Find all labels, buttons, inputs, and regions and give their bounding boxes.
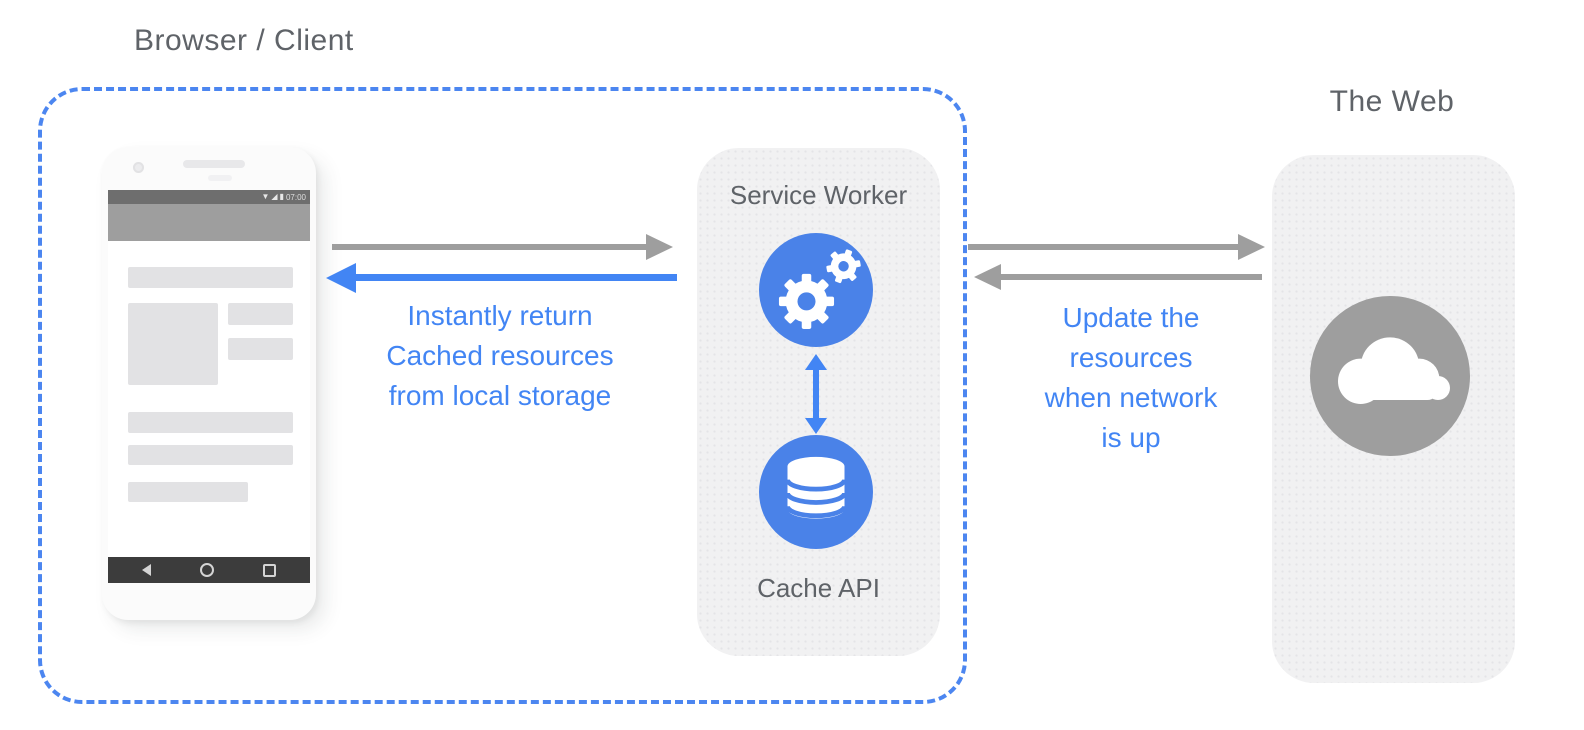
arrow-sw-cache-shaft [813,366,819,422]
arrow-client-to-sw-head [646,234,673,260]
cache-api-label: Cache API [757,573,880,603]
note-line: Cached resources [386,340,614,371]
service-worker-badge [759,233,873,347]
phone-screen: ▼ ◢ ▮ 07:00 [108,190,310,583]
note-line: Instantly return [407,300,593,331]
cache-return-note: Instantly return Cached resources from l… [350,296,650,416]
arrow-web-to-sw-head [974,264,1001,290]
web-panel [1272,155,1515,683]
arrow-client-to-sw-shaft [332,244,647,250]
content-placeholder-bar [128,445,293,465]
earpiece-mesh [208,175,232,181]
gears-icon [778,249,861,329]
back-icon [142,564,151,576]
note-line: resources [1069,342,1193,373]
note-line: Update the [1062,302,1200,333]
wifi-icon: ▼ [261,192,270,201]
database-icon [785,456,847,519]
service-worker-label: Service Worker [729,180,908,210]
signal-icon: ◢ [271,192,278,201]
arrow-sw-cache-up-head [805,354,827,370]
note-line: from local storage [388,380,612,411]
note-line: is up [1101,422,1161,453]
network-update-note: Update the resources when network is up [1006,298,1256,458]
arrow-sw-to-client-shaft [354,274,677,281]
web-title: The Web [1329,85,1455,118]
note-line: when network [1044,382,1218,413]
web-badge [1310,296,1470,456]
android-nav-bar [108,557,310,583]
home-icon [200,563,214,577]
arrow-sw-to-client-head [326,263,356,293]
arrow-sw-to-web-head [1238,234,1265,260]
app-header-bar [108,204,310,241]
service-worker-panel: Service Worker [697,148,940,656]
camera-icon [133,162,144,173]
phone-mockup: ▼ ◢ ▮ 07:00 [102,147,316,620]
client-title: Browser / Client [134,24,354,57]
arrow-web-to-sw-shaft [1000,274,1262,280]
content-placeholder-bar [128,412,293,433]
content-placeholder-image [128,303,218,385]
status-bar: ▼ ◢ ▮ 07:00 [108,190,310,204]
recents-icon [263,563,276,577]
battery-icon: ▮ [279,192,284,201]
content-placeholder-bar [228,338,293,360]
arrow-sw-to-web-shaft [968,244,1239,250]
content-placeholder-bar [128,482,248,502]
client-boundary-box [38,87,967,704]
cloud-icon [1338,337,1450,404]
cache-api-badge [759,435,873,549]
arrow-sw-cache-down-head [805,418,827,434]
content-placeholder-bar [128,267,293,288]
status-time: 07:00 [285,192,306,202]
content-placeholder-bar [228,303,293,325]
speaker-icon [183,160,245,168]
